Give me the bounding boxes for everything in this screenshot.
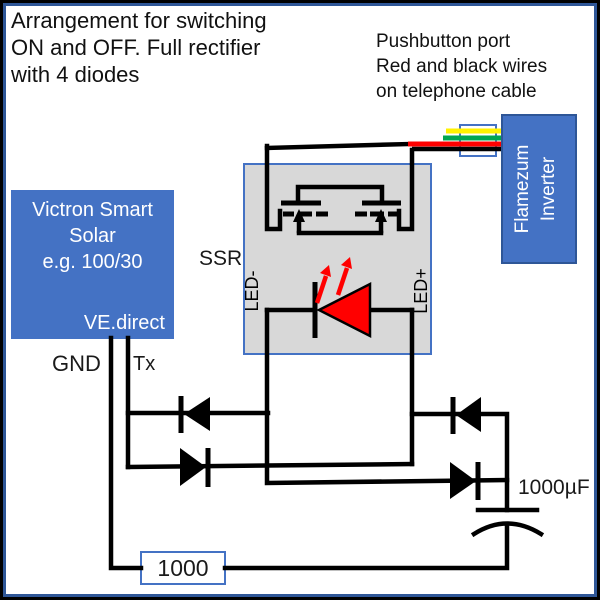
- capacitor-value-label: 1000µF: [518, 476, 590, 499]
- tx-wire-label: Tx: [133, 353, 156, 375]
- ssr-led-minus-terminal-label: LED-: [242, 270, 262, 312]
- upper-right-diode-wire: [409, 411, 510, 513]
- capacitor-curved-plate: [470, 521, 545, 538]
- inverter-label-line: Flamezum: [512, 144, 533, 234]
- pushbutton-note-line: on telephone cable: [376, 81, 537, 102]
- diode4-symbol: [450, 462, 476, 499]
- inverter-label: Flamezum Inverter: [510, 114, 568, 264]
- bottom-rail-wire: [222, 523, 510, 571]
- ssr-box: [243, 163, 432, 355]
- resistor-box: 1000: [140, 551, 226, 585]
- victron-label-line: Solar: [69, 225, 116, 247]
- resistor-value-label: 1000: [157, 554, 209, 581]
- lower-left-diode-wire: [125, 461, 415, 470]
- slide-title-line: ON and OFF. Full rectifier: [11, 35, 261, 60]
- victron-smart-solar-box: Victron Smart Solar e.g. 100/30 VE.direc…: [11, 190, 174, 339]
- victron-label-line: Victron Smart: [32, 199, 153, 221]
- gnd-wire-label: GND: [52, 351, 101, 376]
- inverter-label-line: Inverter: [538, 156, 559, 222]
- pushbutton-note-line: Red and black wires: [376, 56, 548, 77]
- ssr-label: SSR: [199, 247, 243, 270]
- pushbutton-note: Pushbutton port Red and black wires on t…: [376, 29, 547, 104]
- pushbutton-port-connector: [459, 124, 497, 157]
- victron-label-line: e.g. 100/30: [42, 251, 143, 273]
- slide-title-line: with 4 diodes: [11, 62, 140, 87]
- flamezum-inverter-box: Flamezum Inverter: [501, 114, 577, 264]
- pushbutton-note-line: Pushbutton port: [376, 31, 511, 52]
- ssr-input-feed-wire: [264, 141, 413, 151]
- diode2-symbol: [180, 448, 206, 486]
- diode1-symbol: [184, 397, 210, 431]
- ssr-led-plus-terminal-label: LED+: [411, 268, 431, 314]
- slide-title-line: Arrangement for switching: [11, 8, 267, 33]
- slide-title: Arrangement for switching ON and OFF. Fu…: [11, 7, 267, 88]
- diode3-symbol: [456, 397, 481, 432]
- ve-direct-port-label: VE.direct: [83, 312, 165, 334]
